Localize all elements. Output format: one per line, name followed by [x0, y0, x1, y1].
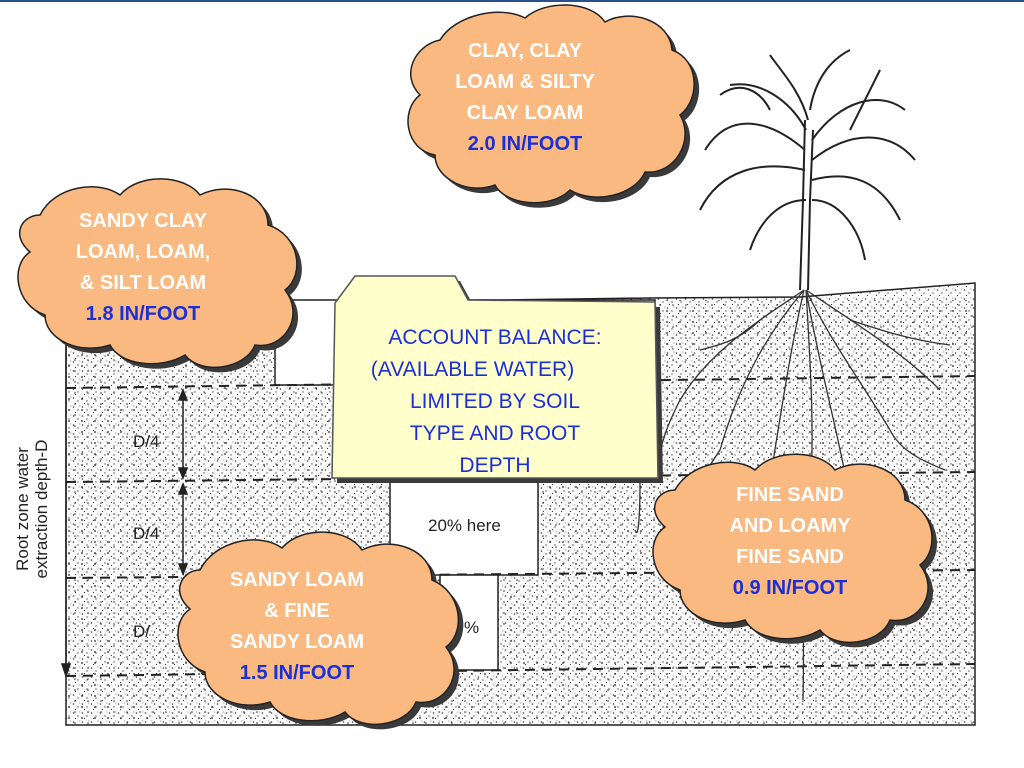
account-balance-note — [331, 275, 663, 483]
cloud-sandy-loam-line1: SANDY LOAM — [229, 569, 365, 591]
axis-label-line1: Root zone water — [13, 447, 32, 571]
cloud-sandy-clay — [17, 178, 302, 373]
cloud-fine-sand-text: FINE SAND AND LOAMY FINE SAND 0.9 IN/FOO… — [685, 480, 895, 604]
depth-axis — [60, 300, 189, 679]
cloud-sandy-loam-text: SANDY LOAM & FINE SANDY LOAM 1.5 IN/FOOT — [192, 565, 402, 689]
cloud-clay-rate: 2.0 IN/FOOT — [467, 133, 583, 155]
cloud-sandy-loam — [177, 531, 464, 730]
top-rule — [0, 0, 1024, 2]
plant-illustration — [699, 49, 916, 291]
cloud-fine-sand — [652, 453, 937, 648]
cloud-clay-text: CLAY, CLAY LOAM & SILTY CLAY LOAM 2.0 IN… — [420, 36, 630, 160]
axis-label: Root zone water extraction depth-D — [13, 399, 51, 619]
cloud-sandy-clay-rate: 1.8 IN/FOOT — [85, 303, 201, 325]
cloud-clay-line3: CLAY LOAM — [466, 102, 584, 124]
cloud-clay-line1: CLAY, CLAY — [467, 40, 583, 62]
cloud-fine-sand-line2: AND LOAMY — [729, 515, 851, 537]
cloud-sandy-loam-line2: & FINE — [264, 600, 330, 622]
box-label-20-percent: 20% here — [428, 516, 501, 535]
cloud-sandy-clay-line2: LOAM, LOAM, — [75, 241, 211, 263]
box-label-percent: % — [464, 618, 480, 637]
note-line1: ACCOUNT BALANCE: — [388, 326, 602, 349]
depth-label-2: D/4 — [133, 524, 160, 543]
note-line5: DEPTH — [459, 454, 531, 477]
note-line3: LIMITED BY SOIL — [410, 390, 580, 413]
depth-label-3: D/ — [133, 622, 150, 641]
cloud-fine-sand-line3: FINE SAND — [736, 546, 844, 568]
cloud-sandy-loam-rate: 1.5 IN/FOOT — [239, 662, 355, 684]
cloud-sandy-clay-text: SANDY CLAY LOAM, LOAM, & SILT LOAM 1.8 I… — [38, 206, 248, 330]
depth-label-1: D/4 — [133, 432, 160, 451]
cloud-clay-line2: LOAM & SILTY — [455, 71, 595, 93]
cloud-clay — [407, 4, 700, 208]
note-line2: (AVAILABLE WATER) — [370, 358, 575, 381]
cloud-sandy-loam-line3: SANDY LOAM — [229, 631, 365, 653]
axis-label-line2: extraction depth-D — [32, 439, 51, 579]
cloud-fine-sand-rate: 0.9 IN/FOOT — [732, 577, 848, 599]
cloud-fine-sand-line1: FINE SAND — [736, 484, 844, 506]
cloud-sandy-clay-line1: SANDY CLAY — [79, 210, 207, 232]
note-line4: TYPE AND ROOT — [409, 422, 581, 445]
cloud-sandy-clay-line3: & SILT LOAM — [79, 272, 207, 294]
note-text: ACCOUNT BALANCE: (AVAILABLE WATER) LIMIT… — [345, 322, 645, 482]
